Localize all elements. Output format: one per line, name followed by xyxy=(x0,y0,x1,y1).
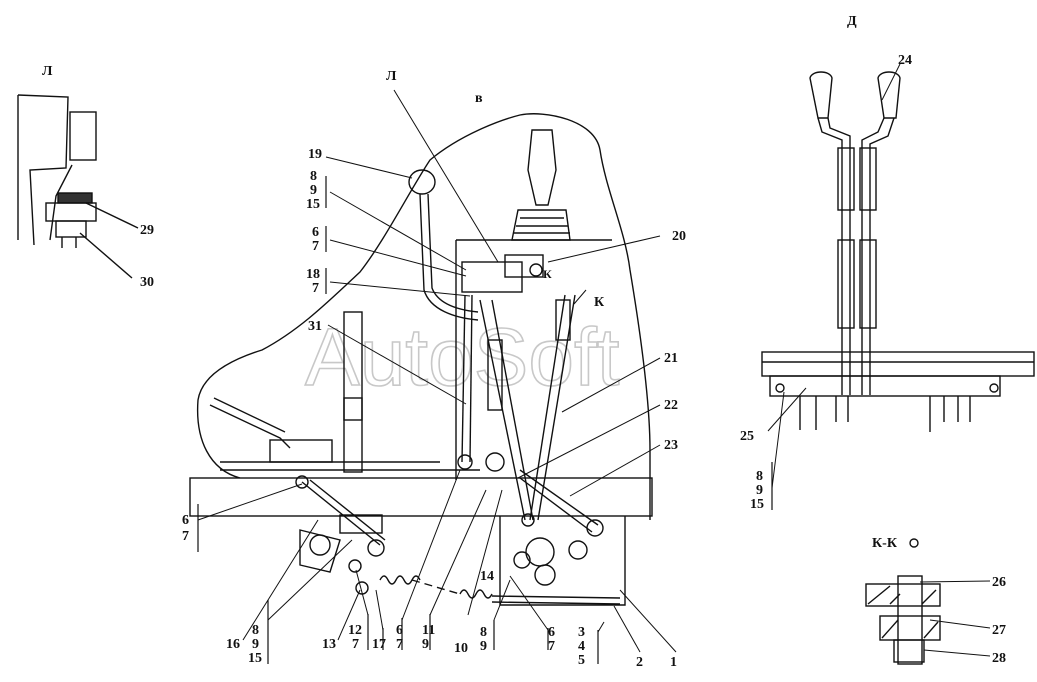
group-item: 6 xyxy=(312,225,319,240)
group-item: 6 xyxy=(396,623,403,638)
callout-21: 21 xyxy=(664,351,678,366)
group-8-9-15-bottom: 8 9 15 xyxy=(248,623,262,666)
group-6-7-c: 6 7 xyxy=(548,625,555,654)
group-16: 16 xyxy=(226,637,240,652)
group-item: 15 xyxy=(750,497,764,512)
group-item: 11 xyxy=(422,623,435,638)
section-k-k xyxy=(865,538,941,665)
section-label-kk: К-К xyxy=(872,536,898,551)
callout-22: 22 xyxy=(664,398,678,413)
callout-25: 25 xyxy=(740,429,754,444)
callout-20: 20 xyxy=(672,229,686,244)
callout-brackets xyxy=(197,176,773,664)
section-marker-k-small: К xyxy=(543,267,552,281)
group-item: 7 xyxy=(312,281,319,296)
group-item: 15 xyxy=(248,651,262,666)
group-6-7-left: 6 7 xyxy=(182,513,189,544)
main-view-outline xyxy=(189,113,653,606)
diagram-labels: Л Л в Д К-К К К 19 20 21 22 23 31 24 25 … xyxy=(42,14,1006,670)
joystick xyxy=(511,129,571,241)
group-item: 5 xyxy=(578,653,585,668)
leader-lines xyxy=(197,63,991,657)
section-marker-k: К xyxy=(594,295,605,310)
linkage-rods xyxy=(457,254,604,586)
group-item: 7 xyxy=(396,637,403,652)
view-d-levers xyxy=(761,71,1035,432)
view-label-v: в xyxy=(475,91,483,106)
callout-29: 29 xyxy=(140,223,154,238)
group-13: 13 xyxy=(322,637,336,652)
group-item: 9 xyxy=(756,483,763,498)
callout-2: 2 xyxy=(636,655,643,670)
group-10: 10 xyxy=(454,641,468,656)
group-8-9-b: 8 9 xyxy=(480,625,487,654)
view-l-detail xyxy=(17,94,139,279)
group-6-7-top: 6 7 xyxy=(312,225,319,254)
callout-26: 26 xyxy=(992,575,1006,590)
callout-19: 19 xyxy=(308,147,322,162)
group-item: 8 xyxy=(252,623,259,638)
group-item: 16 xyxy=(226,637,240,652)
view-label-l-main: Л xyxy=(386,69,397,84)
group-8-9-15-right: 8 9 15 xyxy=(750,469,764,512)
group-item: 12 xyxy=(348,623,362,638)
group-item: 9 xyxy=(310,183,317,198)
group-item: 8 xyxy=(756,469,763,484)
group-12-7: 12 7 xyxy=(348,623,362,652)
group-item: 9 xyxy=(480,639,487,654)
group-item: 10 xyxy=(454,641,468,656)
view-label-l-left: Л xyxy=(42,64,53,79)
callout-31: 31 xyxy=(308,319,322,334)
callout-24: 24 xyxy=(898,53,912,68)
group-3-4-5: 3 4 5 xyxy=(578,625,585,668)
group-item: 17 xyxy=(372,637,386,652)
group-item: 4 xyxy=(578,639,585,654)
group-item: 18 xyxy=(306,267,320,282)
callout-1: 1 xyxy=(670,655,677,670)
callout-27: 27 xyxy=(992,623,1006,638)
callout-28: 28 xyxy=(992,651,1006,666)
group-item: 8 xyxy=(480,625,487,640)
watermark: AutoSoft xyxy=(305,312,620,403)
group-item: 6 xyxy=(182,513,189,528)
group-item: 6 xyxy=(548,625,555,640)
callout-30: 30 xyxy=(140,275,154,290)
group-8-9-15-top: 8 9 15 xyxy=(306,169,320,212)
callout-23: 23 xyxy=(664,438,678,453)
group-item: 3 xyxy=(578,625,585,640)
group-item: 7 xyxy=(352,637,359,652)
group-item: 7 xyxy=(312,239,319,254)
group-item: 7 xyxy=(548,639,555,654)
group-item: 8 xyxy=(310,169,317,184)
pedal-assembly xyxy=(209,397,621,605)
group-6-7-b: 6 7 xyxy=(396,623,403,652)
group-11-9: 11 9 xyxy=(422,623,435,652)
group-item: 15 xyxy=(306,197,320,212)
callout-14: 14 xyxy=(480,569,494,584)
view-label-d: Д xyxy=(847,14,857,29)
group-item: 9 xyxy=(252,637,259,652)
group-item: 9 xyxy=(422,637,429,652)
group-item: 7 xyxy=(182,529,189,544)
group-17: 17 xyxy=(372,637,386,652)
group-18-7: 18 7 xyxy=(306,267,320,296)
lever-19 xyxy=(408,169,479,321)
group-item: 13 xyxy=(322,637,336,652)
